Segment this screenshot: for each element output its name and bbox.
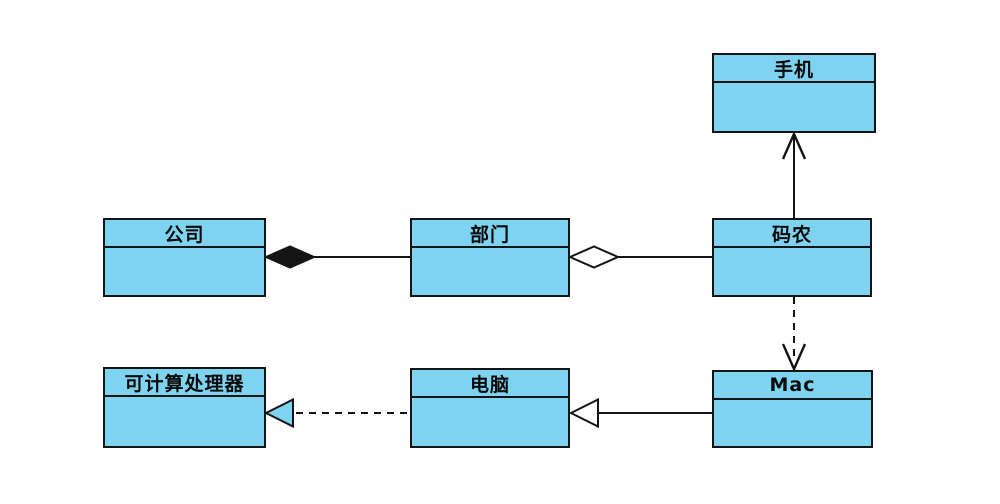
class-title-computer: 电脑 — [412, 370, 568, 398]
realization-triangle — [263, 397, 294, 429]
class-title-processor: 可计算处理器 — [105, 369, 264, 397]
class-body-department — [412, 248, 568, 295]
class-body-coder — [714, 248, 870, 295]
class-node-computer: 电脑 — [410, 368, 570, 448]
class-body-company — [105, 248, 264, 295]
generalization-triangle — [568, 397, 599, 429]
class-node-coder: 码农 — [712, 218, 872, 297]
class-node-department: 部门 — [410, 218, 570, 297]
class-body-computer — [412, 398, 568, 446]
dependency-open-arrow — [781, 343, 807, 372]
class-title-phone: 手机 — [714, 55, 874, 83]
class-node-company: 公司 — [103, 218, 266, 297]
class-title-department: 部门 — [412, 220, 568, 248]
composition-diamond — [263, 245, 317, 269]
class-node-processor: 可计算处理器 — [103, 367, 266, 448]
class-title-coder: 码农 — [714, 220, 870, 248]
class-title-company: 公司 — [105, 220, 264, 248]
class-body-processor — [105, 397, 264, 446]
class-body-phone — [714, 83, 874, 131]
class-node-mac: Mac — [712, 370, 873, 448]
class-body-mac — [714, 400, 871, 446]
association-open-arrow — [781, 131, 807, 160]
class-title-mac: Mac — [714, 372, 871, 400]
aggregation-diamond — [567, 245, 621, 269]
class-node-phone: 手机 — [712, 53, 876, 133]
